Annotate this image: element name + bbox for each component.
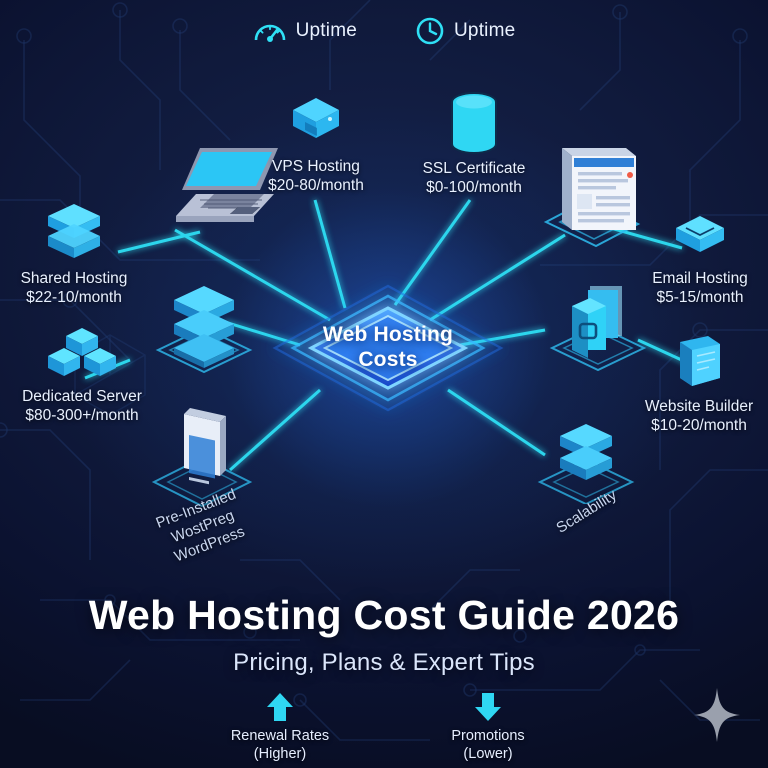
stat-uptime-gauge: Uptime (253, 16, 357, 46)
node-icon-wrap (636, 212, 764, 264)
node-icon-wrap (8, 326, 156, 384)
arrow-up-icon (267, 693, 293, 721)
node-website-builder[interactable]: Website Builder $10-20/month (630, 334, 768, 436)
node-vps-hosting[interactable]: VPS Hosting $20-80/month (252, 92, 380, 196)
node-title: Dedicated Server (22, 388, 142, 405)
padlock-icon (549, 286, 647, 372)
node-caption: Website Builder $10-20/month (630, 398, 768, 436)
node-title: SSL Certificate (422, 160, 526, 177)
node-price: $20-80/month (268, 176, 364, 194)
header-stats: Uptime Uptime (0, 16, 768, 46)
stat-label: Uptime (454, 20, 516, 41)
footer-note-line1: Promotions (451, 728, 525, 744)
server-stack-icon (48, 204, 100, 258)
node-ssl-certificate[interactable]: SSL Certificate $0-100/month (408, 88, 540, 198)
laptop-icon (176, 148, 278, 222)
node-price: $22-10/month (26, 288, 122, 306)
stat-label: Uptime (295, 20, 357, 41)
node-security-lock[interactable] (536, 272, 660, 377)
server-tower-icon (155, 286, 253, 374)
hub-web-hosting-costs[interactable]: Web Hosting Costs (255, 268, 521, 428)
node-caption: SSL Certificate $0-100/month (408, 160, 540, 198)
database-icon (451, 92, 497, 154)
footer-note-text: Promotions (Lower) (451, 727, 524, 763)
clock-icon (416, 17, 444, 45)
footer-notes: Renewal Rates (Higher) Promotions (Lower… (0, 690, 768, 763)
node-title: Shared Hosting (20, 270, 128, 287)
node-title: Website Builder (644, 398, 754, 415)
node-browser-window[interactable] (516, 138, 672, 255)
browser-window-icon (543, 148, 641, 248)
mail-server-icon (676, 216, 724, 252)
node-title: VPS Hosting (272, 158, 360, 175)
node-laptop[interactable] (138, 128, 288, 243)
node-caption: Email Hosting $5-15/month (636, 270, 764, 308)
node-shared-hosting[interactable]: Shared Hosting $22-10/month (10, 200, 138, 308)
gauge-icon (254, 24, 285, 42)
node-scalability[interactable]: Scalability (512, 418, 662, 537)
node-icon-wrap (10, 200, 138, 266)
node-wordpress[interactable]: Pre-Installed WostPreg WordPress (128, 400, 278, 565)
hub-label-line1: Web Hosting (322, 323, 454, 347)
node-caption: VPS Hosting $20-80/month (252, 158, 380, 196)
footer-note-line1: Renewal Rates (230, 728, 330, 744)
node-price: $80-300+/month (25, 406, 139, 424)
stat-uptime-clock: Uptime (415, 16, 515, 46)
node-email-hosting[interactable]: Email Hosting $5-15/month (636, 212, 764, 308)
node-price: $0-100/month (426, 178, 522, 196)
cubes-icon (48, 328, 116, 376)
footer-note-text: Renewal Rates (Higher) (231, 727, 329, 763)
node-caption: Dedicated Server $80-300+/month (8, 388, 156, 426)
node-server-tower[interactable] (142, 276, 266, 381)
smartphone-icon (151, 408, 253, 508)
page-title: Web Hosting Cost Guide 2026 (88, 592, 680, 638)
vps-server-icon (293, 98, 339, 138)
footer-note-promotions[interactable]: Promotions (Lower) (422, 690, 554, 763)
arrow-down-icon (475, 693, 501, 721)
scaling-blocks-icon (537, 424, 635, 506)
hub-chip-icon (272, 284, 504, 412)
node-dedicated-server[interactable]: Dedicated Server $80-300+/month (8, 326, 156, 426)
hub-label: Web Hosting Costs (255, 268, 521, 428)
node-icon-wrap (408, 88, 540, 156)
node-title: Email Hosting (652, 270, 748, 287)
node-price: $10-20/month (651, 416, 747, 434)
footer-note-line2: (Lower) (463, 746, 513, 763)
sparkle-icon (694, 688, 740, 742)
footer-note-renewal-rates[interactable]: Renewal Rates (Higher) (214, 690, 346, 763)
node-price: $5-15/month (656, 288, 744, 306)
builder-layers-icon (680, 336, 720, 386)
page-subtitle: Pricing, Plans & Expert Tips (233, 649, 535, 676)
footer-note-line2: (Higher) (253, 746, 307, 763)
node-caption: Shared Hosting $22-10/month (10, 270, 138, 308)
node-icon-wrap (252, 92, 380, 154)
title-block: Web Hosting Cost Guide 2026 Pricing, Pla… (0, 592, 768, 677)
hub-label-line2: Costs (358, 348, 418, 371)
node-icon-wrap (630, 334, 768, 392)
